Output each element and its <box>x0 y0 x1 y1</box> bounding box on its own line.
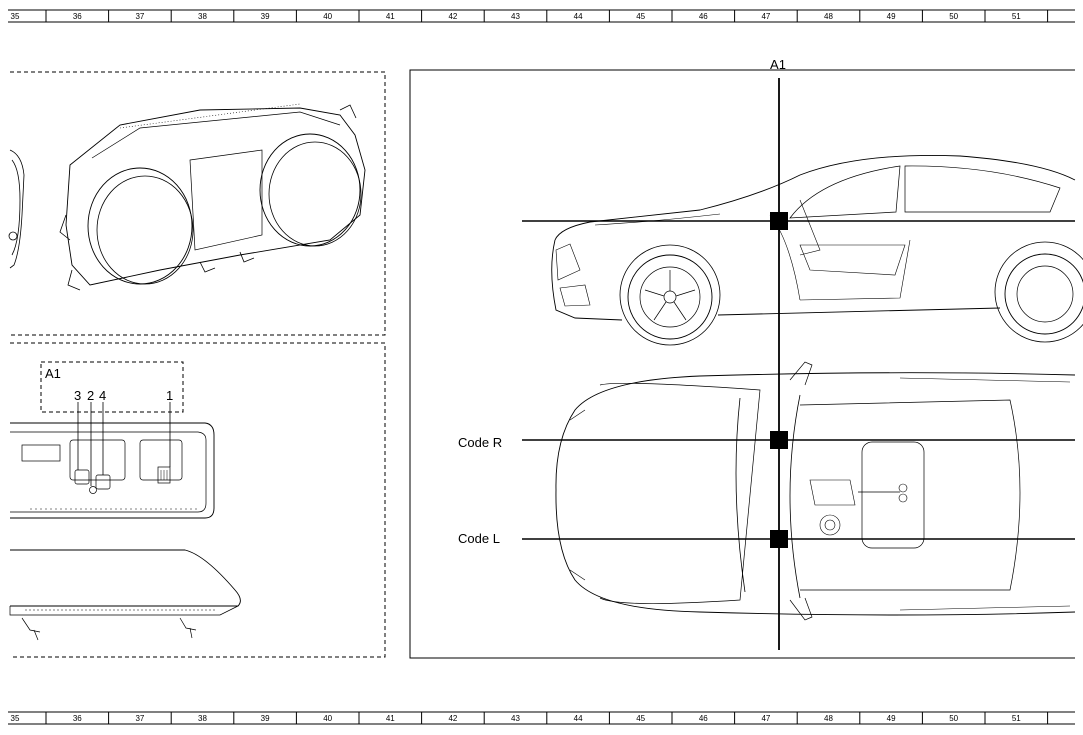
ruler-number: 48 <box>824 12 833 21</box>
pin-label: 4 <box>99 388 106 403</box>
location-marker-code-l <box>770 530 788 548</box>
ruler-number: 43 <box>511 12 520 21</box>
ruler-number: 50 <box>949 714 958 723</box>
pin-label: 3 <box>74 388 81 403</box>
ruler-number: 39 <box>261 714 270 723</box>
ruler-number: 47 <box>761 714 770 723</box>
ruler-number: 41 <box>386 12 395 21</box>
ruler-number: 47 <box>761 12 770 21</box>
ruler-number: 48 <box>824 714 833 723</box>
ruler-number: 35 <box>11 12 20 21</box>
cluster-iso-panel <box>8 71 386 336</box>
location-marker-side <box>770 212 788 230</box>
ruler-number: 41 <box>386 714 395 723</box>
cluster-connector-panel <box>9 342 386 658</box>
ruler-number: 37 <box>135 12 144 21</box>
ruler-number: 40 <box>323 714 332 723</box>
ruler-number: 45 <box>636 12 645 21</box>
vehicle-top-view <box>555 361 1076 621</box>
ruler-number: 46 <box>699 714 708 723</box>
component-label-a1: A1 <box>770 57 786 72</box>
code-r-label: Code R <box>458 435 502 450</box>
ruler-number: 51 <box>1012 12 1021 21</box>
code-l-label: Code L <box>458 531 500 546</box>
ruler-number: 35 <box>11 714 20 723</box>
ruler-number: 46 <box>699 12 708 21</box>
ruler-number: 36 <box>73 12 82 21</box>
ruler-number: 44 <box>574 12 583 21</box>
ruler-number: 49 <box>887 714 896 723</box>
ruler-number: 49 <box>887 12 896 21</box>
ruler-number: 42 <box>448 714 457 723</box>
ruler-number: 45 <box>636 714 645 723</box>
ruler-number: 37 <box>135 714 144 723</box>
ruler-number: 39 <box>261 12 270 21</box>
ruler-number: 36 <box>73 714 82 723</box>
vehicle-location-panel <box>409 69 1083 659</box>
pin-label: 1 <box>166 388 173 403</box>
grid-ruler-bottom: 35 36 37 38 39 40 41 42 43 44 45 46 47 48 49 50 51 <box>8 711 1075 725</box>
ruler-number: 40 <box>323 12 332 21</box>
ruler-number: 38 <box>198 714 207 723</box>
ruler-number: 42 <box>448 12 457 21</box>
ruler-number: 50 <box>949 12 958 21</box>
location-marker-code-r <box>770 431 788 449</box>
cluster-box-label: A1 <box>45 366 61 381</box>
ruler-number: 51 <box>1012 714 1021 723</box>
grid-ruler-top: 35 36 37 38 39 40 41 42 43 44 45 46 47 48 49 50 51 <box>8 9 1075 23</box>
vehicle-side-view <box>551 154 1083 346</box>
pin-label: 2 <box>87 388 94 403</box>
ruler-number: 38 <box>198 12 207 21</box>
ruler-number: 43 <box>511 714 520 723</box>
ruler-number: 44 <box>574 714 583 723</box>
